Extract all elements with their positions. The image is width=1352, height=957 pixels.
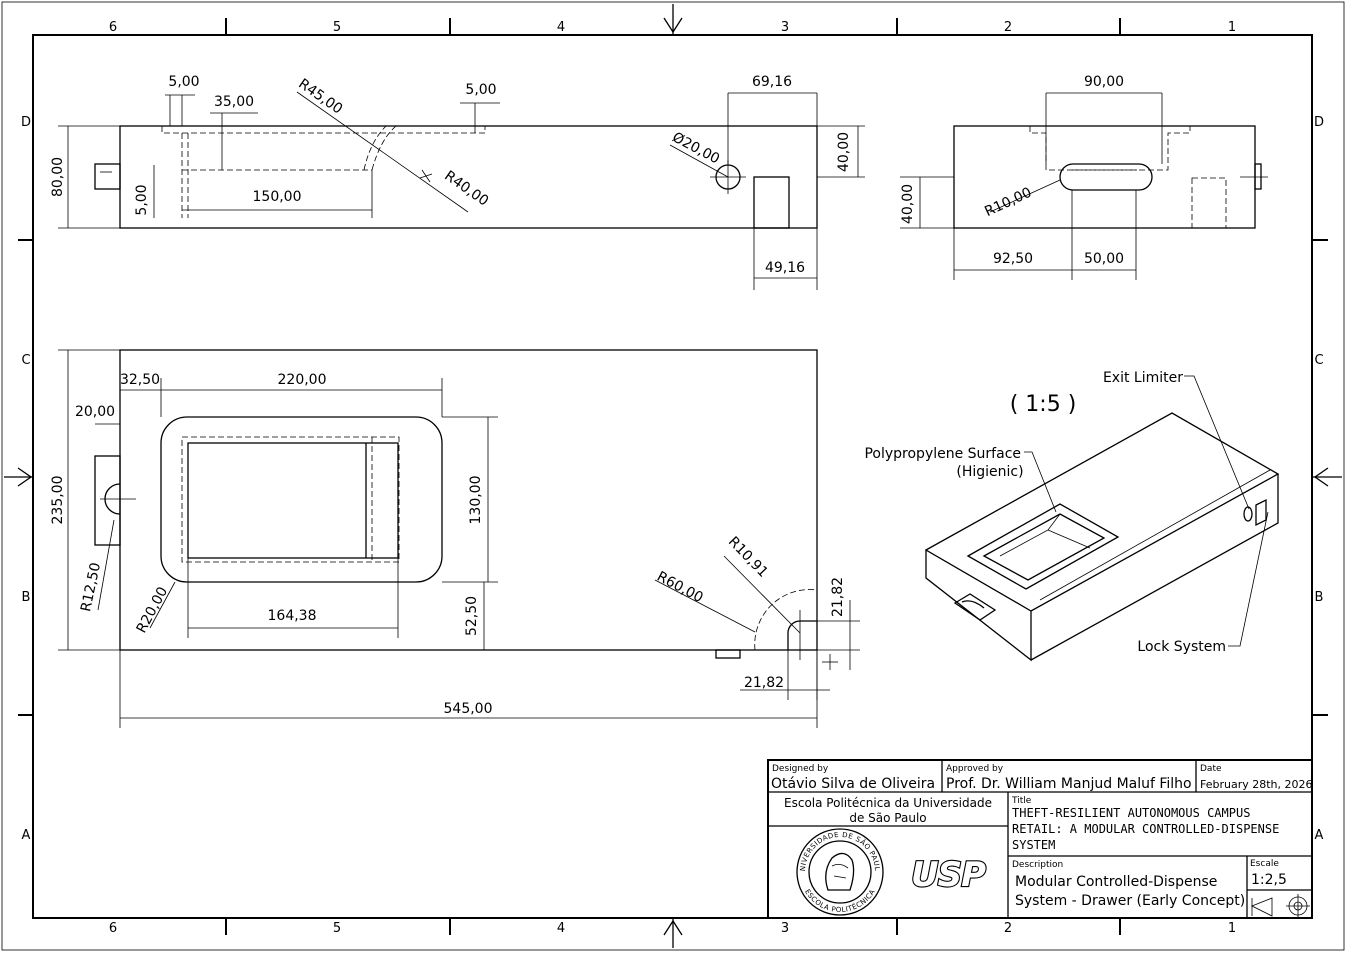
zone-col-5: 5: [333, 20, 341, 35]
dim-side-r10: R10,00: [982, 185, 1034, 221]
zone-col-4-bottom: 4: [557, 921, 565, 936]
side-view-slot: [1059, 163, 1153, 191]
zone-col-3-bottom: 3: [781, 921, 789, 936]
tb-school-2: de São Paulo: [849, 811, 926, 825]
zone-col-4: 4: [557, 20, 565, 35]
usp-logo-text: USP: [911, 855, 986, 895]
zone-row-d-right: D: [1314, 115, 1324, 130]
zone-row-a: A: [22, 828, 31, 843]
zone-col-2: 2: [1004, 20, 1012, 35]
tb-date: February 28th, 2026: [1200, 778, 1313, 791]
dim-top-80: 80,00: [50, 157, 66, 197]
tb-scale: 1:2,5: [1251, 872, 1287, 888]
tb-date-label: Date: [1200, 764, 1222, 774]
dim-side-92: 92,50: [993, 251, 1033, 267]
front-view: 32,50 220,00 20,00 235,00 130,00 R12,50 …: [50, 349, 860, 728]
dim-top-5a: 5,00: [168, 74, 199, 90]
dim-top-5b: 5,00: [465, 82, 496, 98]
iso-callout-lock-system: Lock System: [1137, 639, 1226, 655]
centering-arrows: [4, 4, 1342, 948]
tb-title-3: SYSTEM: [1012, 838, 1055, 852]
dim-side-90: 90,00: [1084, 74, 1124, 90]
usp-logo-icon: USP: [910, 854, 988, 896]
zone-row-b-right: B: [1315, 590, 1324, 605]
zone-row-c: C: [21, 353, 30, 368]
zone-col-6-bottom: 6: [109, 921, 117, 936]
dim-top-69: 69,16: [752, 74, 792, 90]
dim-side-40: 40,00: [900, 184, 916, 224]
zone-ticks: [18, 18, 1328, 935]
dim-front-545: 545,00: [444, 701, 493, 717]
tb-title-1: THEFT-RESILIENT AUTONOMOUS CAMPUS: [1012, 806, 1250, 820]
zone-col-3: 3: [781, 20, 789, 35]
zone-col-2-bottom: 2: [1004, 921, 1012, 936]
tb-school-1: Escola Politécnica da Universidade: [784, 796, 992, 810]
tb-title-2: RETAIL: A MODULAR CONTROLLED-DISPENSE: [1012, 822, 1279, 836]
dim-top-5c: 5,00: [134, 184, 150, 215]
dim-front-164: 164,38: [268, 608, 317, 624]
dim-top-35: 35,00: [214, 94, 254, 110]
dim-top-40: 40,00: [836, 132, 852, 172]
tb-title-label: Title: [1011, 796, 1032, 806]
side-view: 90,00 R10,00 40,00 92,50 50,00: [900, 74, 1268, 280]
dim-front-52: 52,50: [464, 596, 480, 636]
dim-front-220: 220,00: [278, 372, 327, 388]
zone-col-6: 6: [109, 20, 117, 35]
top-view: 5,00 35,00 R45,00 5,00 69,16 80,00 Ø20,0…: [50, 74, 865, 290]
dim-side-50: 50,00: [1084, 251, 1124, 267]
tb-desc-1: Modular Controlled-Dispense: [1015, 874, 1217, 890]
seal-text-bottom: ESCOLA POLITÉCNICA: [803, 888, 876, 914]
tb-approved-by: Prof. Dr. William Manjud Maluf Filho: [946, 776, 1192, 792]
dim-front-21b: 21,82: [744, 675, 784, 691]
projection-symbol-icon: [1251, 894, 1310, 918]
dim-front-21a: 21,82: [830, 577, 846, 617]
zone-row-a-right: A: [1315, 828, 1324, 843]
dim-top-r45: R45,00: [295, 76, 345, 118]
zone-labels: 6 5 4 3 2 1 6 5 4 3 2 1 D C B A D C B A: [21, 20, 1324, 936]
zone-row-d: D: [21, 115, 31, 130]
dim-front-r20: R20,00: [134, 584, 172, 635]
dim-front-235: 235,00: [50, 476, 66, 525]
tb-approved-label: Approved by: [946, 764, 1004, 774]
dim-front-130: 130,00: [468, 476, 484, 525]
dim-top-r40: R40,00: [441, 168, 491, 210]
top-view-handle: [94, 163, 121, 190]
dim-front-20: 20,00: [75, 404, 115, 420]
top-view-lock-block: [753, 176, 790, 229]
zone-row-c-right: C: [1314, 353, 1323, 368]
tb-scale-label: Escale: [1250, 859, 1279, 869]
dim-front-r12: R12,50: [78, 561, 104, 613]
iso-view: ( 1:5 ) Exit Limiter Polypropylene Surfa…: [864, 370, 1280, 662]
iso-scale-label: ( 1:5 ): [1010, 392, 1077, 417]
tb-designed-label: Designed by: [772, 764, 829, 774]
dim-top-49: 49,16: [765, 260, 805, 276]
dim-top-dia20: Ø20,00: [670, 129, 723, 167]
front-view-pocket: [160, 416, 443, 583]
dim-top-150: 150,00: [253, 189, 302, 205]
zone-col-1: 1: [1228, 20, 1236, 35]
tb-desc-2: System - Drawer (Early Concept): [1015, 893, 1245, 909]
iso-callout-surface-1: Polypropylene Surface: [864, 446, 1021, 462]
tb-desc-label: Description: [1012, 860, 1063, 870]
zone-col-1-bottom: 1: [1228, 921, 1236, 936]
tb-designed-by: Otávio Silva de Oliveira: [771, 776, 935, 792]
dim-front-r10: R10,91: [725, 534, 771, 581]
dim-front-32: 32,50: [120, 372, 160, 388]
title-block: Designed by Otávio Silva de Oliveira App…: [0, 0, 1313, 919]
iso-callout-surface-2: (Higienic): [956, 464, 1023, 480]
iso-callout-exit-limiter: Exit Limiter: [1103, 370, 1183, 386]
svg-text:ESCOLA POLITÉCNICA: ESCOLA POLITÉCNICA: [803, 888, 877, 914]
zone-col-5-bottom: 5: [333, 921, 341, 936]
dim-front-r60: R60,00: [654, 569, 705, 607]
zone-row-b: B: [22, 590, 31, 605]
front-view-handle: [94, 455, 121, 546]
